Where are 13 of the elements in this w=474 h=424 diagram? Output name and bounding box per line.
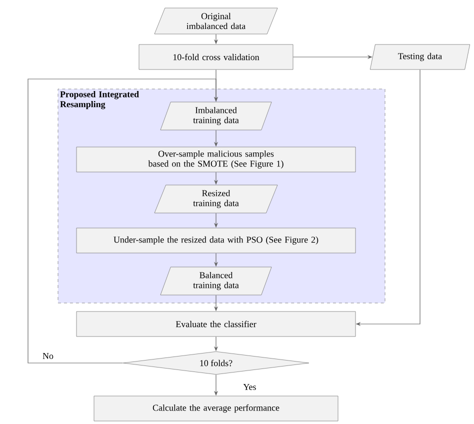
process-box: 10-fold cross validation <box>138 44 294 70</box>
data-parallelogram: Imbalanced training data <box>160 102 272 130</box>
data-parallelogram: Testing data <box>370 44 470 70</box>
process-box: Calculate the average performance <box>94 396 338 422</box>
edge-label: No <box>42 353 54 359</box>
process-box: Evaluate the classifier <box>76 311 356 337</box>
data-parallelogram: Resized training data <box>154 184 278 214</box>
data-parallelogram: Original imbalanced data <box>154 8 278 34</box>
edge-label: Yes <box>243 384 256 390</box>
process-box: Under-sample the resized data with PSO (See Figure 2) <box>76 228 356 254</box>
process-box: Over-sample malicious samples based on the SMOTE (See Figure 1) <box>76 146 356 172</box>
arrow <box>28 78 218 364</box>
data-parallelogram: Balanced training data <box>160 266 272 296</box>
